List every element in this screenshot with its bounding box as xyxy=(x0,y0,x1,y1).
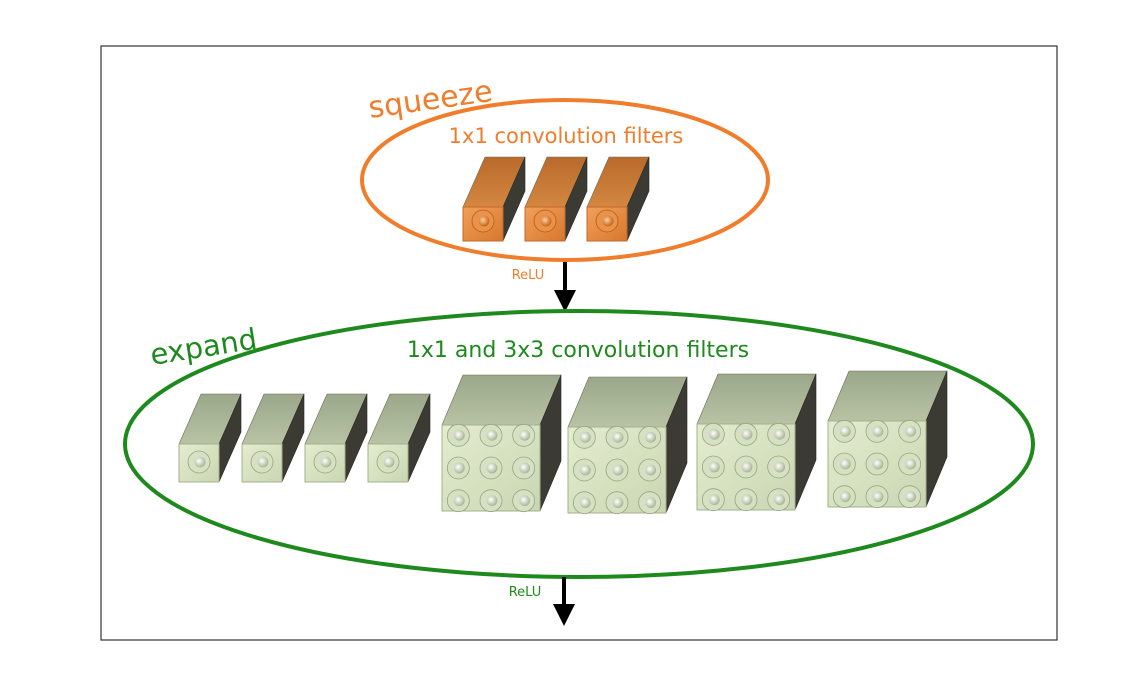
expand-ellipse xyxy=(123,309,1035,579)
filter-weight-knob-center xyxy=(320,456,332,468)
filter-weight-knob-center xyxy=(453,495,465,507)
filter-weight-knob-center xyxy=(486,429,498,441)
filter-weight-knob-center xyxy=(839,458,851,470)
filter-weight-knob-center xyxy=(486,495,498,507)
squeeze-1x1-filter xyxy=(586,156,650,242)
filter-weight-knob-center xyxy=(579,497,591,509)
filter-weight-knob-center xyxy=(872,491,884,503)
squeeze-1x1-filter xyxy=(524,156,588,242)
expand-3x3-filter xyxy=(567,376,688,515)
filter-weight-knob-center xyxy=(612,497,624,509)
filter-weight-knob-center xyxy=(519,495,531,507)
filter-weight-knob-center xyxy=(708,461,720,473)
filter-weight-knob-center xyxy=(194,456,206,468)
filter-weight-knob-center xyxy=(579,464,591,476)
expand-filter-group xyxy=(178,370,948,515)
filter-weight-knob-center xyxy=(645,431,657,443)
filter-weight-knob-center xyxy=(839,425,851,437)
filter-weight-knob-center xyxy=(741,461,753,473)
filter-weight-knob-center xyxy=(519,429,531,441)
filter-weight-knob-center xyxy=(486,462,498,474)
expand-output-arrow xyxy=(553,577,575,626)
filter-weight-knob-center xyxy=(708,494,720,506)
filter-weight-knob-center xyxy=(774,494,786,506)
expand-1x1-filter xyxy=(367,393,431,483)
filter-weight-knob-center xyxy=(257,456,269,468)
filter-weight-knob-center xyxy=(774,461,786,473)
filter-weight-knob-center xyxy=(872,425,884,437)
squeeze-filter-group xyxy=(462,156,650,242)
filter-weight-knob-center xyxy=(905,458,917,470)
filter-weight-knob-center xyxy=(612,464,624,476)
expand-3x3-filter xyxy=(827,370,948,509)
filter-weight-knob-center xyxy=(741,428,753,440)
squeeze-to-expand-arrow xyxy=(554,262,576,312)
filter-weight-knob-center xyxy=(612,431,624,443)
squeeze-1x1-filter xyxy=(462,156,526,242)
expand-1x1-filter xyxy=(178,393,242,483)
diagram-frame xyxy=(100,45,1058,641)
expand-3x3-filter xyxy=(696,373,817,512)
filter-weight-knob-center xyxy=(519,462,531,474)
filter-weight-knob-center xyxy=(453,429,465,441)
expand-activation-label: ReLU xyxy=(509,585,542,600)
filter-weight-knob-center xyxy=(741,494,753,506)
filter-weight-knob-center xyxy=(540,215,552,227)
expand-subtitle: 1x1 and 3x3 convolution filters xyxy=(407,338,749,363)
expand-1x1-filter xyxy=(304,393,368,483)
filter-weight-knob-center xyxy=(872,458,884,470)
filter-weight-knob-center xyxy=(645,497,657,509)
filter-weight-knob-center xyxy=(839,491,851,503)
filter-weight-knob-center xyxy=(645,464,657,476)
filter-weight-knob-center xyxy=(905,491,917,503)
squeeze-ellipse xyxy=(360,98,770,262)
filter-weight-knob-center xyxy=(602,215,614,227)
filter-weight-knob-center xyxy=(774,428,786,440)
filter-weight-knob-center xyxy=(708,428,720,440)
squeeze-subtitle: 1x1 convolution filters xyxy=(449,124,684,148)
filter-weight-knob-center xyxy=(478,215,490,227)
expand-3x3-filter xyxy=(441,374,562,513)
expand-1x1-filter xyxy=(241,393,305,483)
filter-weight-knob-center xyxy=(579,431,591,443)
squeeze-activation-label: ReLU xyxy=(512,268,545,283)
filter-weight-knob-center xyxy=(383,456,395,468)
filter-weight-knob-center xyxy=(905,425,917,437)
filter-weight-knob-center xyxy=(453,462,465,474)
